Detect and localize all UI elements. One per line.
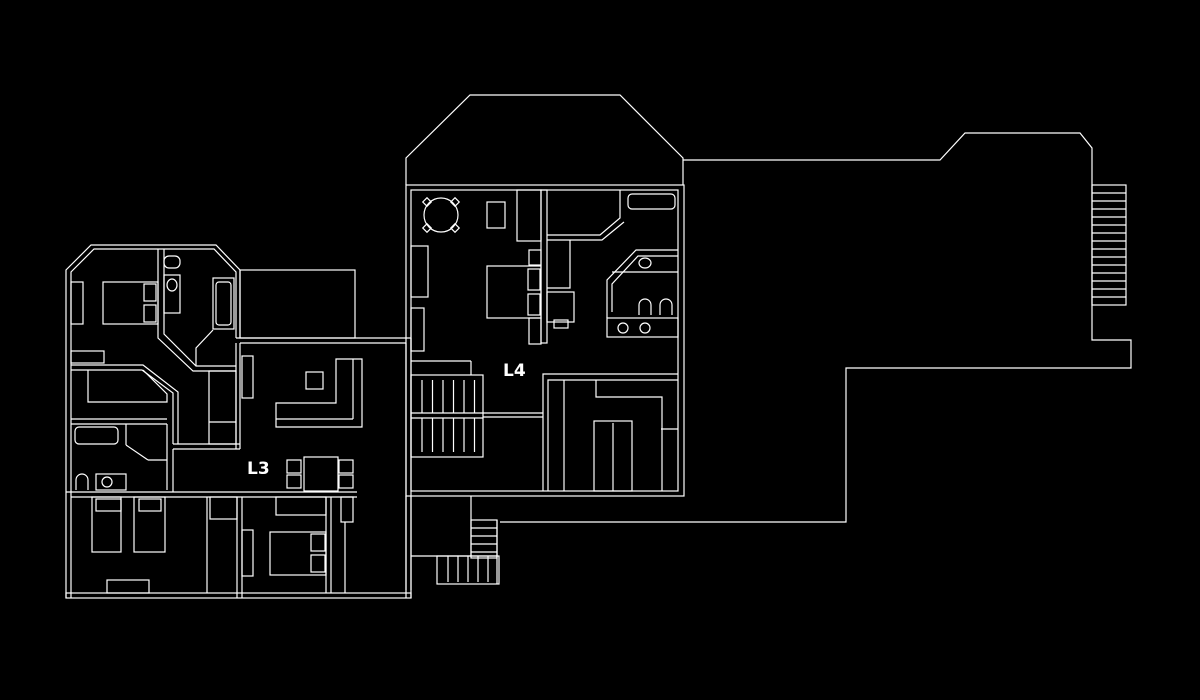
entry-stairs xyxy=(411,496,500,585)
level-label-l3: L3 xyxy=(247,459,270,479)
l4-walls xyxy=(405,184,685,590)
l3-walls xyxy=(65,244,412,599)
level-label-l4: L4 xyxy=(503,361,526,381)
site-outline xyxy=(500,132,1132,523)
l3-furniture xyxy=(70,255,363,594)
exterior-stair-right xyxy=(1091,184,1127,306)
roof-outline xyxy=(405,94,684,185)
l4-furniture xyxy=(410,189,679,352)
interior-stair-l4 xyxy=(410,360,484,458)
